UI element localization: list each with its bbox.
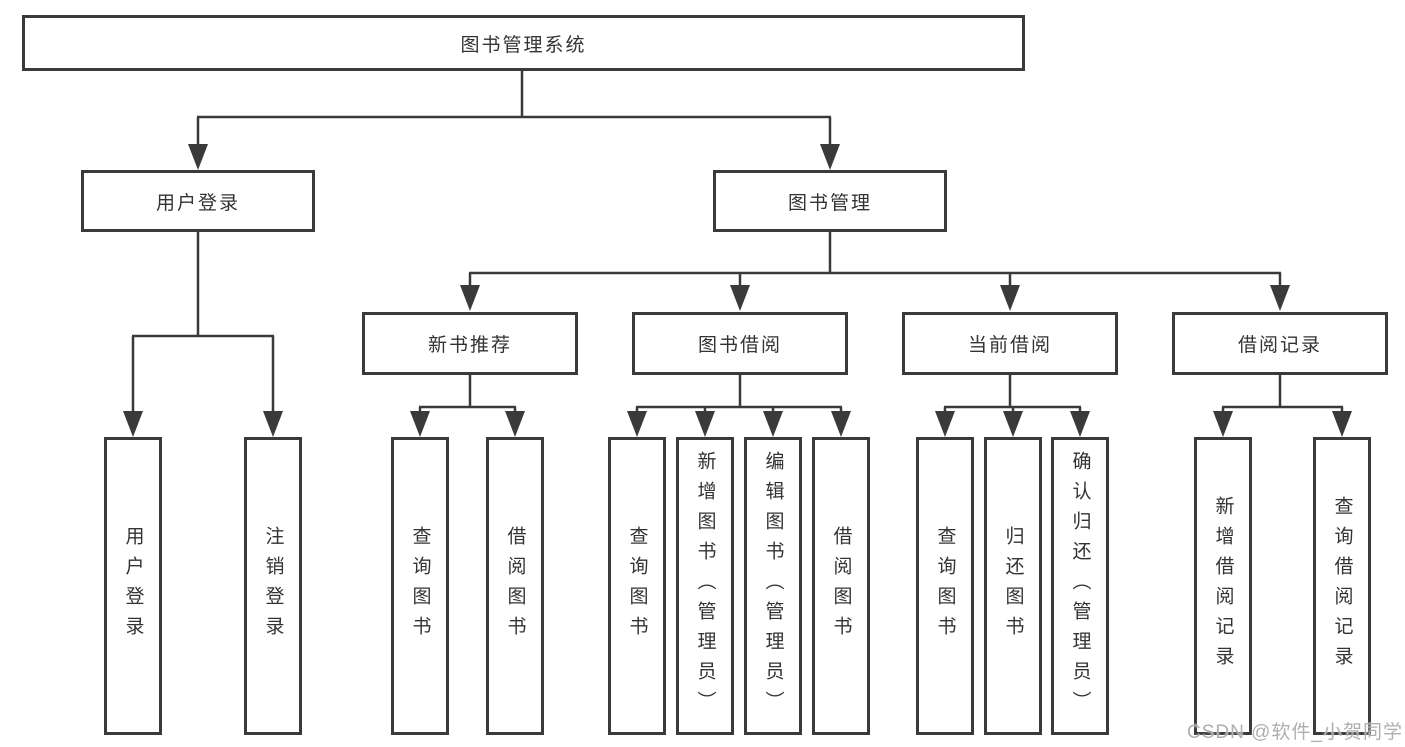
arrow-down-icon xyxy=(460,285,480,311)
arrow-down-icon xyxy=(505,411,525,437)
node-label: 当前借阅 xyxy=(967,335,1052,356)
leaf-query-books-current: 查询图书 xyxy=(916,437,974,735)
arrowheads xyxy=(123,144,1352,437)
leaf-borrow-books-recommend: 借阅图书 xyxy=(486,437,544,735)
arrow-down-icon xyxy=(831,411,851,437)
arrow-down-icon xyxy=(1332,411,1352,437)
arrow-down-icon xyxy=(263,411,283,437)
node-label: 归还图书 xyxy=(1002,526,1024,646)
node-label: 用户登录 xyxy=(155,192,240,214)
arrow-down-icon xyxy=(935,411,955,437)
leaf-user-login: 用户登录 xyxy=(104,437,162,735)
connector-root-to-level2 xyxy=(196,70,832,146)
leaf-query-books-borrow: 查询图书 xyxy=(608,437,666,735)
node-label: 新增借阅记录 xyxy=(1212,496,1234,676)
arrow-down-icon xyxy=(1003,411,1023,437)
leaf-query-books-recommend: 查询图书 xyxy=(391,437,449,735)
connector-book-mgmt-to-level3 xyxy=(468,232,1282,288)
connector-new-book-to-leaves xyxy=(418,375,517,414)
node-label: 查询图书 xyxy=(626,526,648,646)
leaf-query-borrow-record: 查询借阅记录 xyxy=(1313,437,1371,735)
node-label: 查询借阅记录 xyxy=(1331,496,1353,676)
arrow-down-icon xyxy=(763,411,783,437)
node-label: 借阅记录 xyxy=(1237,335,1322,356)
node-root-system: 图书管理系统 xyxy=(22,15,1025,71)
node-book-management: 图书管理 xyxy=(713,170,947,232)
node-label: 图书管理系统 xyxy=(460,34,587,56)
node-label: 用户登录 xyxy=(122,526,144,646)
csdn-watermark: CSDN @软件_小贺同学 xyxy=(1187,722,1403,743)
node-label: 确认归还（管理员） xyxy=(1069,451,1091,721)
node-book-borrow: 图书借阅 xyxy=(632,312,848,375)
node-borrow-records: 借阅记录 xyxy=(1172,312,1388,375)
arrow-down-icon xyxy=(188,144,208,170)
leaf-return-books: 归还图书 xyxy=(984,437,1042,735)
connector-borrow-records-to-leaves xyxy=(1221,375,1344,414)
arrow-down-icon xyxy=(1070,411,1090,437)
leaf-borrow-books: 借阅图书 xyxy=(812,437,870,735)
leaf-add-borrow-record: 新增借阅记录 xyxy=(1194,437,1252,735)
arrow-down-icon xyxy=(730,285,750,311)
arrow-down-icon xyxy=(1000,285,1020,311)
node-label: 查询图书 xyxy=(934,526,956,646)
leaf-edit-books-admin: 编辑图书（管理员） xyxy=(744,437,802,735)
arrow-down-icon xyxy=(820,144,840,170)
node-label: 注销登录 xyxy=(262,526,284,646)
arrow-down-icon xyxy=(123,411,143,437)
leaf-confirm-return-admin: 确认归还（管理员） xyxy=(1051,437,1109,735)
node-label: 图书管理 xyxy=(787,192,872,214)
node-label: 借阅图书 xyxy=(830,526,852,646)
node-label: 查询图书 xyxy=(409,526,431,646)
arrow-down-icon xyxy=(410,411,430,437)
leaf-add-books-admin: 新增图书（管理员） xyxy=(676,437,734,735)
connector-lines xyxy=(131,70,1344,414)
arrow-down-icon xyxy=(1270,285,1290,311)
leaf-logout: 注销登录 xyxy=(244,437,302,735)
arrow-down-icon xyxy=(627,411,647,437)
connector-user-login-to-leaves xyxy=(131,232,275,413)
node-label: 编辑图书（管理员） xyxy=(762,451,784,721)
node-label: 图书借阅 xyxy=(697,335,782,356)
node-label: 借阅图书 xyxy=(504,526,526,646)
node-label: 新增图书（管理员） xyxy=(694,451,716,721)
connector-current-borrow-to-leaves xyxy=(943,375,1082,414)
connector-book-borrow-to-leaves xyxy=(635,375,843,414)
node-new-book-recommend: 新书推荐 xyxy=(362,312,578,375)
arrow-down-icon xyxy=(1213,411,1233,437)
node-label: 新书推荐 xyxy=(427,335,512,356)
node-user-login: 用户登录 xyxy=(81,170,315,232)
arrow-down-icon xyxy=(695,411,715,437)
node-current-borrow: 当前借阅 xyxy=(902,312,1118,375)
